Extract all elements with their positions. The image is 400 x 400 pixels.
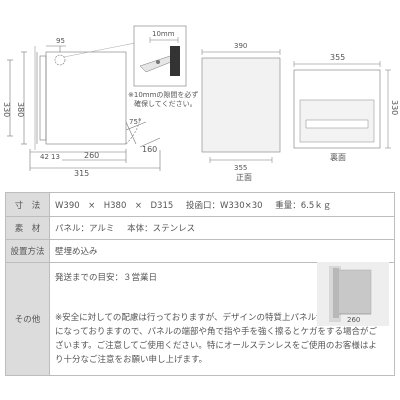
front-dim-390: 390 bbox=[234, 42, 247, 50]
back-caption: 裏面 bbox=[330, 152, 346, 162]
wall-install-illustration: 260 bbox=[317, 262, 389, 326]
dim-top-95: 95 bbox=[56, 37, 65, 45]
spec-panel: パネル：アルミ bbox=[55, 224, 115, 234]
gap-note-line1: ※10mmの隙間を必ず bbox=[128, 90, 198, 99]
angle-75: 75° bbox=[129, 118, 141, 126]
dim-height-330: 330 bbox=[2, 102, 11, 117]
dim-260: 260 bbox=[84, 151, 99, 160]
back-dim-355: 355 bbox=[330, 53, 345, 62]
spec-label: 素 材 bbox=[5, 216, 50, 240]
dim-height-380: 380 bbox=[16, 102, 25, 117]
front-view bbox=[201, 49, 281, 163]
front-caption: 正面 bbox=[236, 173, 252, 182]
dim-13: 13 bbox=[51, 153, 60, 161]
back-dim-330: 330 bbox=[390, 100, 399, 115]
spec-row-other: その他 発送までの目安：３営業日 ※安全に対しての配慮は行っておりますが、デザイ… bbox=[5, 262, 395, 376]
gap-note-line2: 確保してください。 bbox=[134, 99, 197, 108]
spec-body: 本体：ステンレス bbox=[127, 224, 196, 234]
dim-160: 160 bbox=[142, 145, 157, 154]
safety-note: ※安全に対しての配慮は行っておりますが、デザインの特質上パネルが薄く角が鋭角にな… bbox=[55, 313, 377, 365]
back-view bbox=[293, 61, 391, 149]
gap-10mm-label: 10mm bbox=[152, 30, 175, 38]
dim-315: 315 bbox=[74, 169, 89, 178]
spec-label: 設置方法 bbox=[5, 239, 50, 263]
front-dim-355: 355 bbox=[234, 164, 247, 172]
shipping-lead-time: 発送までの目安：３営業日 bbox=[55, 273, 158, 283]
install-dim-260: 260 bbox=[347, 316, 360, 324]
spec-row-material: 素 材 パネル：アルミ 本体：ステンレス bbox=[5, 216, 395, 240]
spec-label: 寸 法 bbox=[5, 192, 50, 217]
spec-row-install: 設置方法 壁埋め込み bbox=[5, 239, 395, 263]
product-drawing: 95 330 380 42 13 260 315 160 75° 10mm ※1… bbox=[2, 25, 399, 182]
spec-size: W390 × H380 × D315 bbox=[55, 200, 174, 211]
spec-weight: 重量：6.5ｋｇ bbox=[275, 200, 332, 211]
spec-slot: 投函口：W330×30 bbox=[185, 200, 263, 211]
spec-install-method: 壁埋め込み bbox=[49, 239, 395, 263]
spec-row-dimensions: 寸 法 W390 × H380 × D315 投函口：W330×30 重量：6.… bbox=[5, 192, 395, 217]
spec-table: 寸 法 W390 × H380 × D315 投函口：W330×30 重量：6.… bbox=[5, 192, 395, 376]
spec-label: その他 bbox=[5, 262, 50, 376]
side-view-body bbox=[45, 51, 127, 145]
dim-42: 42 bbox=[40, 153, 49, 161]
detail-gap-view bbox=[133, 25, 187, 87]
